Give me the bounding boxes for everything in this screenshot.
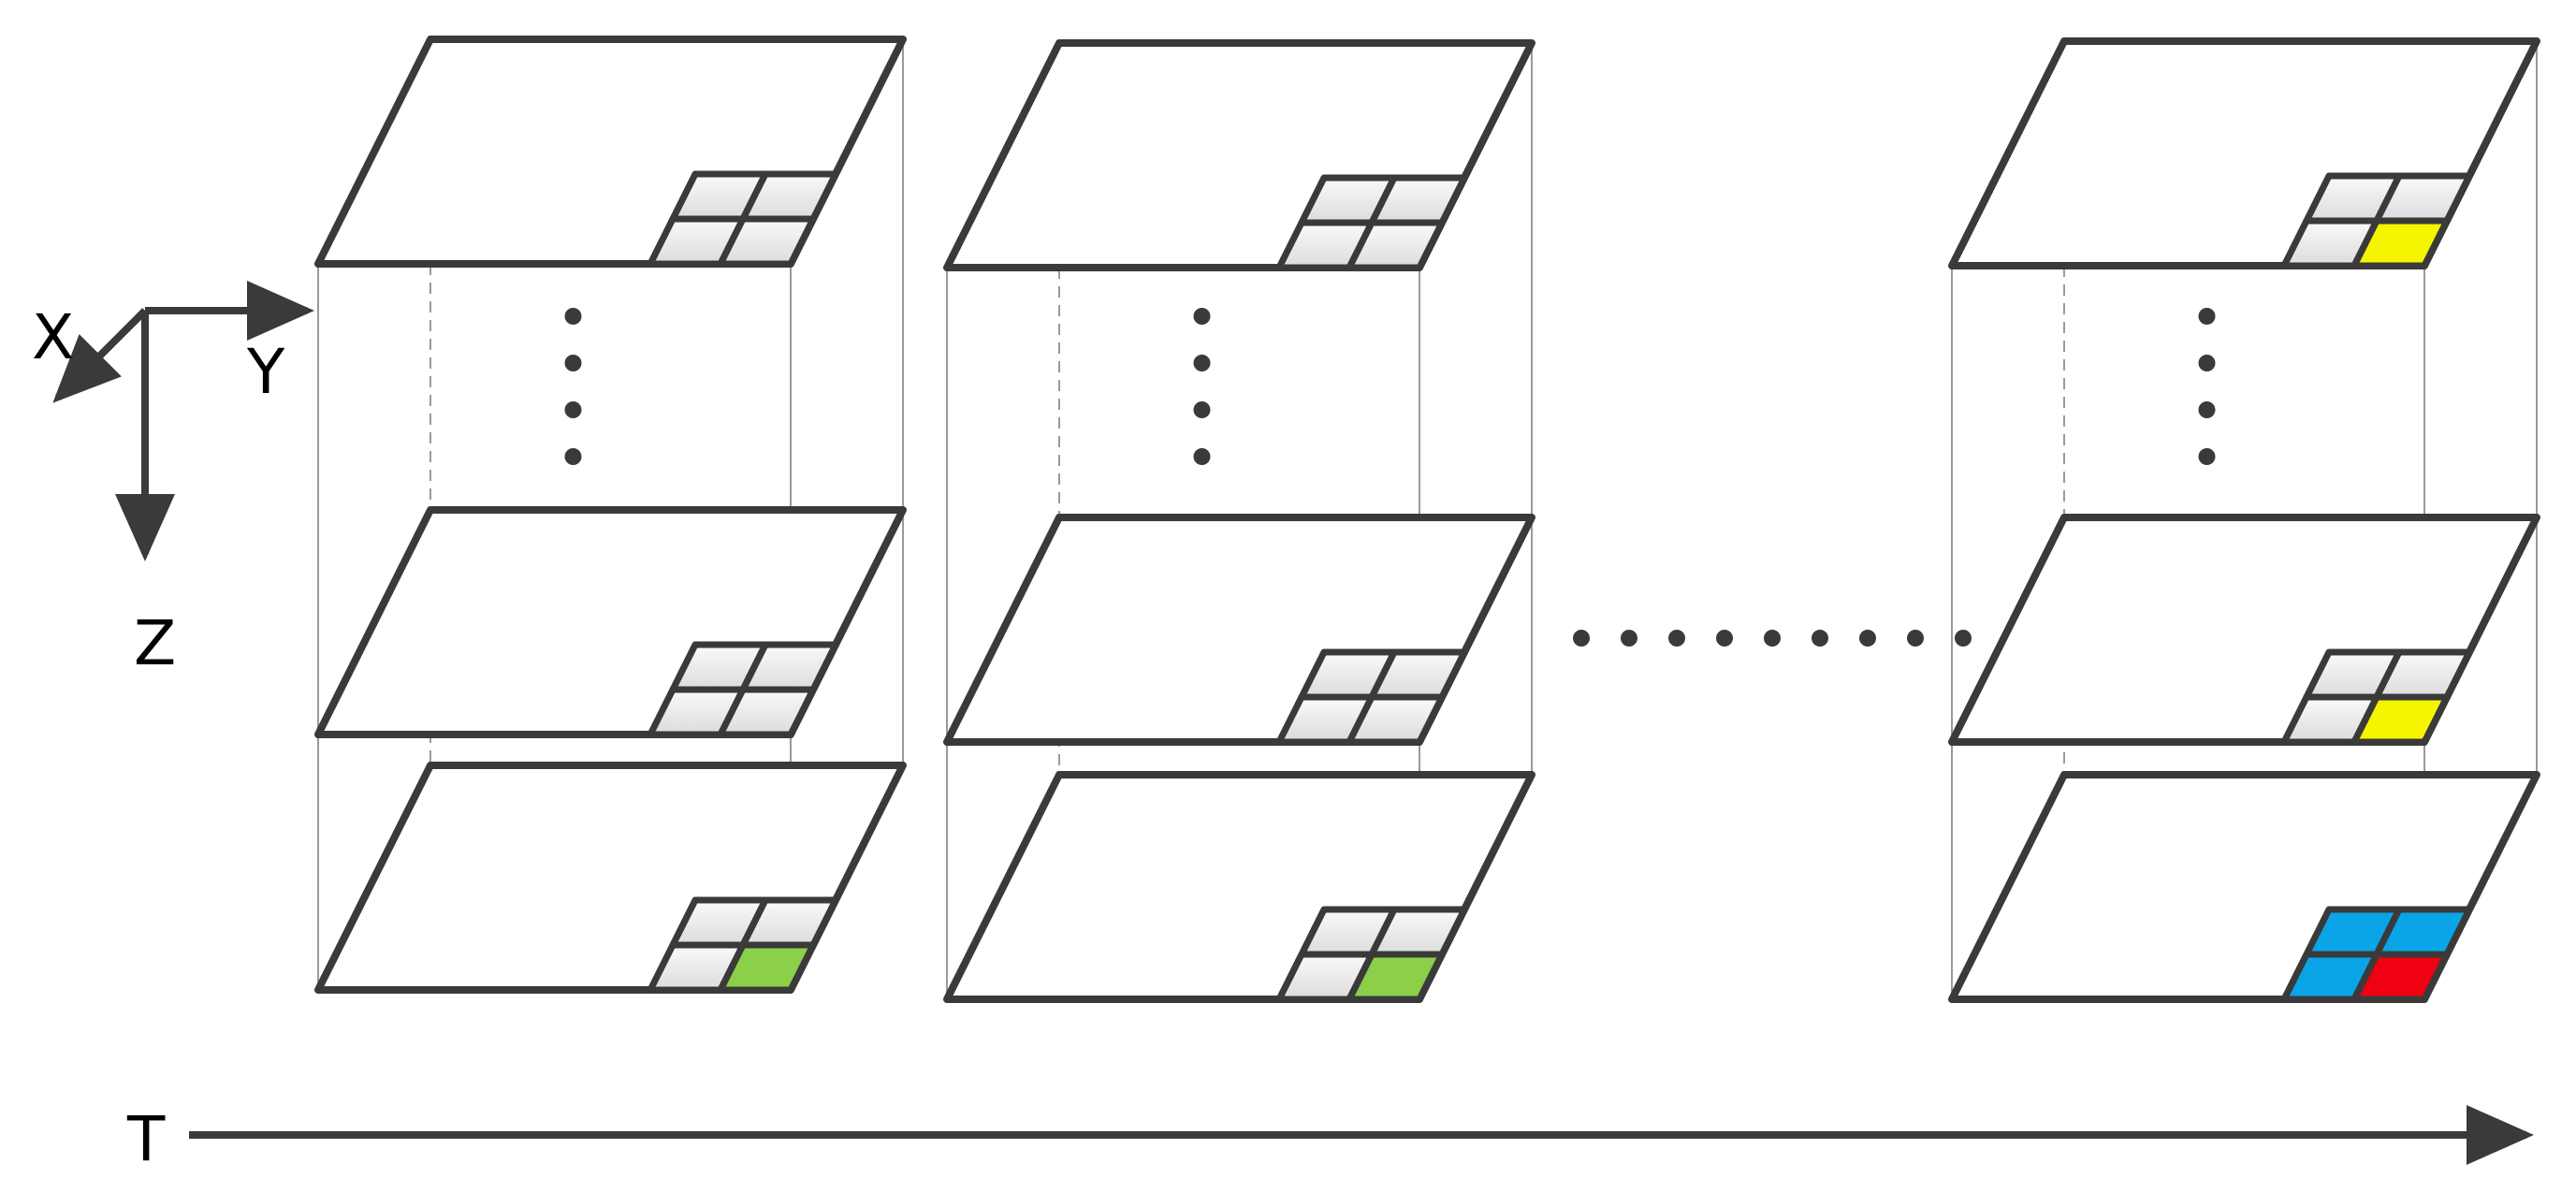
plane-middle: [314, 506, 907, 738]
grid-cell-green: [717, 941, 817, 994]
ellipsis-dot: [1716, 630, 1733, 647]
ellipsis-dot: [1193, 401, 1211, 418]
ellipsis-dot: [1764, 630, 1781, 647]
grid-cell-yellow: [2350, 217, 2451, 269]
ellipsis-dot: [1907, 630, 1924, 647]
ellipsis-dot: [1193, 308, 1211, 325]
plane-outline: [1948, 514, 2540, 746]
ellipsis-dot: [1668, 630, 1685, 647]
time-columns: [314, 36, 2540, 1003]
grid-cell-gray: [717, 215, 817, 268]
ellipsis-dot: [564, 448, 582, 465]
ellipsis-dot: [564, 401, 582, 418]
plane-outline: [943, 39, 1535, 271]
ellipsis-dot: [1193, 355, 1211, 371]
plane-bottom: [1948, 771, 2540, 1003]
ellipsis-dot: [2198, 448, 2216, 465]
grid-cell-gray: [1346, 219, 1446, 271]
ellipsis-dot: [1859, 630, 1876, 647]
ellipsis-dot: [1955, 630, 1972, 647]
grid-cell-red: [2350, 951, 2451, 1003]
ellipsis-dot: [1621, 630, 1637, 647]
grid-cell-gray: [1346, 693, 1446, 746]
plane-outline: [314, 762, 907, 994]
plane-outline: [314, 36, 907, 268]
ellipsis-dot: [564, 355, 582, 371]
ellipsis-dot: [2198, 308, 2216, 325]
plane-middle: [943, 514, 1535, 746]
plane-outline: [314, 506, 907, 738]
plane-top: [314, 36, 907, 268]
ellipsis-dot: [2198, 401, 2216, 418]
plane-outline: [1948, 771, 2540, 1003]
plane-top: [1948, 37, 2540, 269]
plane-bottom: [943, 771, 1535, 1003]
column-time-step-n: [1948, 37, 2540, 1003]
plane-outline: [943, 514, 1535, 746]
column-time-step-2: [943, 39, 1535, 1003]
time-axis-label: T: [126, 1103, 166, 1175]
column-time-step-1: [314, 36, 907, 994]
plane-top: [943, 39, 1535, 271]
axis-indicator: X Y Z: [32, 281, 314, 679]
ellipsis-dot: [2198, 355, 2216, 371]
z-axis-label: Z: [134, 607, 176, 679]
x-axis-arrow: [52, 308, 148, 403]
ellipsis-dot: [1573, 630, 1590, 647]
ellipsis-dot: [564, 308, 582, 325]
plane-middle: [1948, 514, 2540, 746]
time-axis: T: [126, 1103, 2534, 1175]
x-axis-label: X: [32, 301, 74, 373]
grid-cell-yellow: [2350, 693, 2451, 746]
plane-outline: [943, 771, 1535, 1003]
ellipsis-dot: [1812, 630, 1828, 647]
y-axis-label: Y: [246, 336, 285, 408]
grid-cell-gray: [717, 686, 817, 738]
ellipsis-between-columns: [1573, 630, 1972, 647]
ellipsis-dot: [1193, 448, 1211, 465]
plane-bottom: [314, 762, 907, 994]
grid-cell-green: [1346, 951, 1446, 1003]
plane-outline: [1948, 37, 2540, 269]
